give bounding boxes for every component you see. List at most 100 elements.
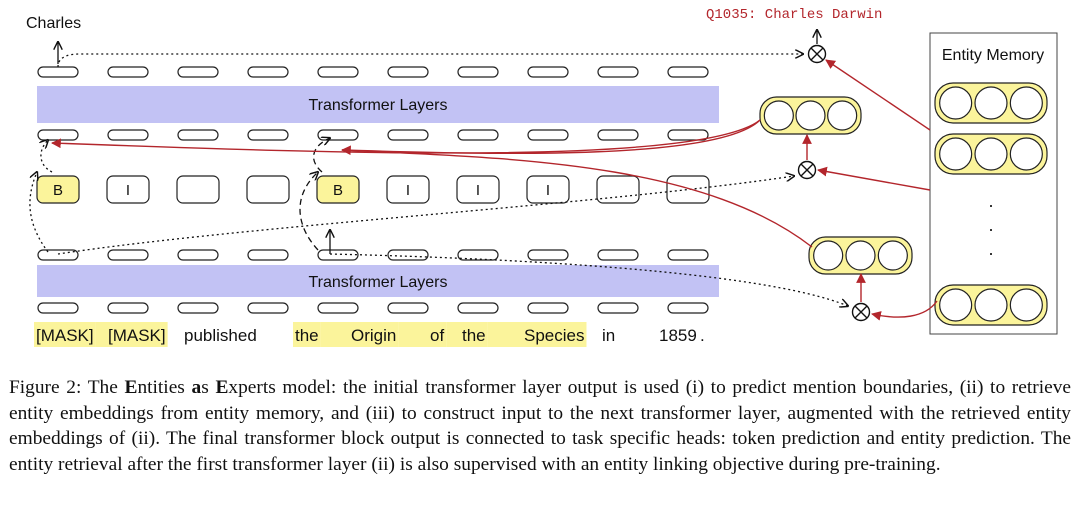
input-token-11: .	[700, 326, 705, 345]
upper-hidden-pill-10	[667, 129, 709, 141]
bio-tag-box-2	[106, 175, 150, 204]
bio-tag-label-8: I	[546, 182, 550, 199]
mem-vec-3-cell-2	[974, 288, 1008, 322]
input-token-10: 1859	[659, 326, 697, 345]
upper-hidden-pill-6	[387, 129, 429, 141]
caption-figure-label: Figure 2:	[9, 377, 82, 398]
bio-tag-box-7	[456, 175, 500, 204]
bio-tag-box-4	[246, 175, 290, 204]
mem-vec-2-cell-3	[1009, 137, 1043, 171]
upper-transformer-layers: Transformer Layers	[37, 86, 719, 123]
arrow-mask-to-b-tag	[29, 172, 49, 253]
entity-memory-title: Entity Memory	[942, 47, 1044, 64]
token-highlight-gap-3	[446, 322, 460, 347]
input-pill-1	[37, 302, 79, 314]
ent-emb-upper-cell-3	[827, 100, 858, 131]
lower-transformer-label: Transformer Layers	[309, 274, 448, 291]
arrow-upper-emb-to-origin	[341, 119, 761, 156]
token-highlight-gap-4	[487, 322, 522, 347]
output-token-pill-7	[457, 66, 499, 78]
lower-hidden-pill-5	[317, 249, 359, 261]
token-highlight-7	[460, 322, 488, 347]
token-highlight-2	[106, 322, 168, 347]
bio-tag-box-1	[36, 175, 80, 204]
ellipsis-dot-1: .	[988, 191, 993, 211]
upper-hidden-pill-1	[37, 129, 79, 141]
arrow-lower-emb-to-upper	[341, 149, 813, 248]
ellipsis-dot-2: .	[988, 215, 993, 235]
lower-hidden-pill-7	[457, 249, 499, 261]
caption-acronym-e1: E	[124, 377, 138, 398]
bio-tag-label-6: I	[406, 182, 410, 199]
input-token-1: [MASK]	[36, 326, 94, 345]
mem-vec-1-cell-3	[1009, 86, 1043, 120]
token-highlight-gap-1	[320, 322, 349, 347]
input-pill-8	[527, 302, 569, 314]
mem-vec-3-cell-3	[1009, 288, 1043, 322]
bio-tag-box-5	[316, 175, 360, 204]
ent-emb-lower-cell-1	[813, 240, 844, 271]
lower-hidden-pill-10	[667, 249, 709, 261]
output-token-pill-3	[177, 66, 219, 78]
hidden-token-row-upper	[37, 129, 709, 141]
caption-s: s	[201, 377, 209, 398]
lower-hidden-pill-2	[107, 249, 149, 261]
ellipsis-dot-3: .	[988, 239, 993, 259]
bio-tag-label-1: B	[53, 182, 63, 199]
arrow-origin-to-b-tag	[299, 172, 318, 251]
entity-memory-panel: Entity Memory . . .	[929, 32, 1058, 335]
lower-hidden-pill-3	[177, 249, 219, 261]
output-token-pill-10	[667, 66, 709, 78]
lower-hidden-pill-9	[597, 249, 639, 261]
token-highlight-5	[349, 322, 399, 347]
retrieved-entity-embedding-upper	[759, 96, 862, 135]
input-pill-9	[597, 302, 639, 314]
bio-tag-label-7: I	[476, 182, 480, 199]
caption-the: The	[87, 377, 118, 398]
output-token-pill-2	[107, 66, 149, 78]
input-pill-3	[177, 302, 219, 314]
bio-tag-box-10	[666, 175, 710, 204]
arrow-memory-to-middle-op	[817, 166, 931, 191]
input-token-9: in	[602, 326, 615, 345]
input-token-2: [MASK]	[108, 326, 166, 345]
dotted-arrows	[29, 30, 848, 306]
lower-hidden-pill-1	[37, 249, 79, 261]
output-token-pill-8	[527, 66, 569, 78]
arrow-output-to-query	[57, 54, 803, 68]
input-token-5: Origin	[351, 326, 396, 345]
arrow-memory-to-bottom-op	[871, 300, 938, 321]
mem-vec-1-cell-2	[974, 86, 1008, 120]
input-token-8: Species	[524, 326, 584, 345]
input-token-6: of	[430, 326, 444, 345]
bio-tag-box-3	[176, 175, 220, 204]
input-pill-7	[457, 302, 499, 314]
token-highlight-8	[522, 322, 587, 347]
operator-top	[807, 44, 827, 64]
lower-hidden-pill-8	[527, 249, 569, 261]
output-token-pill-9	[597, 66, 639, 78]
input-token-7: the	[462, 326, 486, 345]
bio-tag-label-2: I	[126, 182, 130, 199]
upper-hidden-pill-2	[107, 129, 149, 141]
upper-hidden-pill-3	[177, 129, 219, 141]
input-pill-5	[317, 302, 359, 314]
ent-emb-lower-cell-3	[877, 240, 908, 271]
arrow-b-tag-to-upper	[312, 138, 330, 173]
upper-transformer-label: Transformer Layers	[309, 97, 448, 114]
output-token-row	[37, 66, 709, 78]
bio-tag-box-6	[386, 175, 430, 204]
mem-vec-3-cell-1	[939, 288, 973, 322]
lower-hidden-pill-6	[387, 249, 429, 261]
upper-hidden-pill-4	[247, 129, 289, 141]
output-token-pill-6	[387, 66, 429, 78]
upper-hidden-pill-5	[317, 129, 359, 141]
bio-tag-box-9	[596, 175, 640, 204]
operator-middle	[797, 160, 817, 180]
ent-emb-upper-cell-1	[763, 100, 794, 131]
retrieved-entity-embedding-lower	[808, 236, 913, 275]
upper-hidden-pill-7	[457, 129, 499, 141]
arrow-origin-to-bottom-op	[329, 253, 848, 306]
